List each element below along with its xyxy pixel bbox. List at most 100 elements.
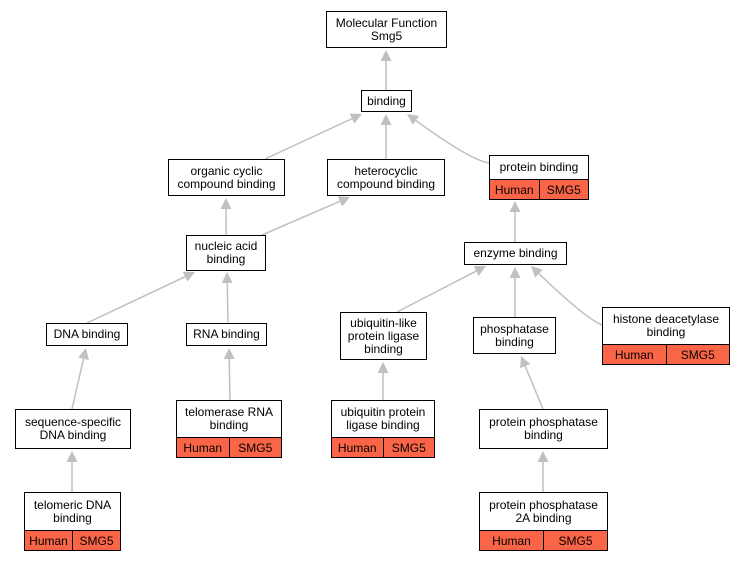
arrowhead: [66, 451, 78, 462]
arrowhead: [377, 362, 389, 373]
arrowhead: [349, 113, 362, 124]
edge-telomeric-dna-to-sequence-specific: [66, 451, 78, 492]
node-nucleic-acid-binding[interactable]: nucleic acid binding: [186, 235, 266, 271]
node-label: enzyme binding: [473, 246, 558, 260]
node-label: ubiquitin-like protein ligase binding: [347, 315, 420, 356]
edge-phosphatase-to-enzyme-binding: [509, 267, 521, 317]
edge-rna-binding-to-nucleic-acid: [221, 272, 233, 324]
arrowhead: [380, 50, 392, 61]
node-label: Molecular Function Smg5: [335, 15, 438, 43]
annotation-gene: SMG5: [382, 438, 435, 457]
node-label: protein phosphatase 2A binding: [489, 497, 598, 525]
arrowhead: [407, 114, 420, 125]
annotation-species: Human: [337, 440, 377, 455]
edge-pp2a-to-protein-phosphatase: [537, 451, 549, 492]
node-label: telomerase RNA binding: [184, 405, 274, 432]
arrowhead: [537, 451, 549, 462]
arrowhead: [182, 271, 195, 282]
node-label: phosphatase binding: [480, 321, 549, 349]
annotation-gene: SMG5: [543, 531, 607, 550]
edge-histone-deacetylase-to-enzyme-binding: [531, 266, 603, 326]
edge-binding-to-root: [380, 50, 392, 90]
annotation-row: Human SMG5: [177, 437, 281, 457]
edge-line: [396, 270, 477, 313]
annotation-row: Human SMG5: [480, 530, 607, 550]
annotation-species: Human: [614, 347, 654, 362]
arrowhead: [509, 201, 521, 212]
edge-line: [71, 358, 85, 410]
annotation-gene: SMG5: [665, 345, 730, 364]
node-label: RNA binding: [193, 327, 260, 341]
node-telomerase-rna-binding[interactable]: telomerase RNA binding Human SMG5: [176, 400, 282, 458]
annotation-species: Human: [492, 533, 531, 548]
edge-protein-phosphatase-to-phosphatase: [520, 356, 544, 410]
node-ubiquitin-like-protein-ligase-binding[interactable]: ubiquitin-like protein ligase binding: [340, 312, 427, 360]
annotation-row: Human SMG5: [25, 530, 120, 550]
node-label: histone deacetylase binding: [612, 312, 720, 339]
arrowhead: [473, 266, 486, 276]
node-label: ubiquitin protein ligase binding: [340, 405, 426, 432]
edge-ubiquitin-protein-ligase-to-ubiquitin-like: [377, 362, 389, 400]
arrowhead: [380, 114, 392, 125]
annotation-gene: SMG5: [228, 438, 282, 457]
arrowhead: [78, 348, 89, 360]
node-label: telomeric DNA binding: [33, 497, 112, 525]
node-label: protein binding: [499, 160, 579, 174]
annotation-row: Human SMG5: [332, 437, 434, 457]
edge-nucleic-acid-to-organic-cyclic: [220, 198, 232, 235]
node-organic-cyclic-compound-binding[interactable]: organic cyclic compound binding: [168, 159, 285, 196]
edge-protein-binding-to-binding: [407, 114, 490, 164]
arrowhead: [520, 356, 531, 369]
edge-dna-binding-to-nucleic-acid: [86, 271, 195, 324]
annotation-gene: SMG5: [538, 180, 589, 199]
arrowhead: [220, 198, 232, 209]
edge-line: [86, 276, 186, 324]
edge-line: [261, 200, 341, 236]
annotation-row: Human SMG5: [490, 179, 588, 199]
node-enzyme-binding[interactable]: enzyme binding: [464, 242, 567, 265]
edge-line: [415, 119, 490, 164]
node-dna-binding[interactable]: DNA binding: [46, 323, 128, 346]
node-label: organic cyclic compound binding: [177, 163, 276, 191]
edge-telomerase-rna-to-rna-binding: [223, 348, 235, 401]
arrowhead: [509, 267, 521, 278]
node-rna-binding[interactable]: RNA binding: [186, 323, 267, 346]
node-protein-binding[interactable]: protein binding Human SMG5: [489, 155, 589, 200]
node-histone-deacetylase-binding[interactable]: histone deacetylase binding Human SMG5: [602, 307, 730, 365]
node-label: nucleic acid binding: [194, 239, 258, 266]
node-binding[interactable]: binding: [361, 90, 412, 112]
edge-ubiquitin-like-to-enzyme-binding: [396, 266, 486, 313]
arrowhead: [337, 196, 350, 207]
arrowhead: [531, 266, 543, 278]
annotation-row: Human SMG5: [603, 344, 729, 364]
node-label: heterocyclic compound binding: [336, 163, 436, 191]
edge-heterocyclic-to-binding: [380, 114, 392, 159]
node-ubiquitin-protein-ligase-binding[interactable]: ubiquitin protein ligase binding Human S…: [331, 400, 435, 458]
node-heterocyclic-compound-binding[interactable]: heterocyclic compound binding: [327, 159, 445, 196]
node-label: protein phosphatase binding: [489, 415, 598, 442]
node-phosphatase-binding[interactable]: phosphatase binding: [473, 317, 556, 354]
edge-sequence-specific-to-dna-binding: [71, 348, 89, 410]
edge-line: [538, 273, 603, 326]
node-telomeric-dna-binding[interactable]: telomeric DNA binding Human SMG5: [24, 492, 121, 551]
arrowhead: [223, 348, 235, 360]
node-label: sequence-specific DNA binding: [24, 415, 122, 442]
node-protein-phosphatase-binding[interactable]: protein phosphatase binding: [479, 409, 608, 449]
annotation-gene: SMG5: [72, 531, 120, 550]
edge-line: [226, 282, 229, 324]
edge-enzyme-binding-to-protein-binding: [509, 201, 521, 242]
edge-line: [228, 358, 231, 401]
node-molecular-function[interactable]: Molecular Function Smg5: [326, 11, 447, 48]
node-protein-phosphatase-2a-binding[interactable]: protein phosphatase 2A binding Human SMG…: [479, 492, 608, 551]
annotation-species: Human: [29, 533, 68, 548]
annotation-species: Human: [494, 182, 534, 197]
edge-organic-cyclic-to-binding: [264, 113, 362, 160]
node-sequence-specific-dna-binding[interactable]: sequence-specific DNA binding: [15, 409, 131, 449]
node-label: binding: [367, 93, 406, 108]
arrowhead: [221, 272, 233, 284]
edge-nucleic-acid-to-heterocyclic: [261, 196, 350, 236]
edge-line: [264, 117, 353, 160]
edge-line: [524, 365, 544, 410]
